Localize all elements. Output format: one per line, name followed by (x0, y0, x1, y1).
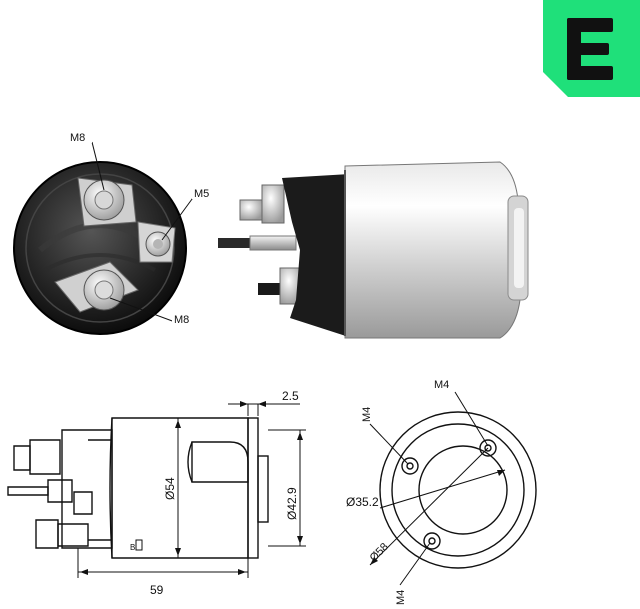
outer-ring (379, 411, 537, 569)
terminal-m8-top (77, 177, 137, 227)
stud-middle-blade (218, 235, 297, 251)
photo-side-view (218, 161, 529, 339)
end-cap (13, 161, 187, 335)
thread-hole-bottom (423, 532, 441, 550)
label-m8-bottom: M8 (174, 314, 189, 326)
body-outline (111, 417, 249, 559)
dim-face-diameter: Ø42.9 (285, 487, 299, 520)
dim-body-diameter: Ø54 (163, 477, 177, 500)
stud-bottom (258, 267, 303, 305)
brand-logo (543, 0, 640, 97)
dim-thickness: 2.5 (282, 389, 299, 403)
side-cap (282, 174, 352, 338)
terminal-m5 (137, 221, 176, 263)
drawing-end-view (369, 391, 537, 586)
photo-end-view: M8 M5 M8 (13, 130, 214, 335)
thread-label-bottom: M4 (395, 590, 407, 605)
logo-letter-e-icon (567, 18, 613, 80)
thread-label-left: M4 (361, 407, 373, 422)
drawing-side-view: B (7, 401, 306, 578)
label-m5: M5 (194, 188, 209, 200)
thread-hole-top (479, 439, 497, 457)
body-mark: B (130, 543, 135, 552)
dim-length: 59 (150, 583, 164, 597)
label-m8-top: M8 (70, 132, 85, 144)
terminal-m8-bottom (54, 261, 139, 313)
dim-bore-diameter: Ø35.2 (346, 495, 379, 509)
thread-label-top: M4 (434, 379, 449, 391)
bore (418, 445, 508, 535)
stud-top (239, 184, 285, 224)
thread-hole-left (401, 457, 419, 475)
metal-can (344, 161, 521, 339)
dim-pitch-diameter: Ø58 (368, 541, 391, 564)
